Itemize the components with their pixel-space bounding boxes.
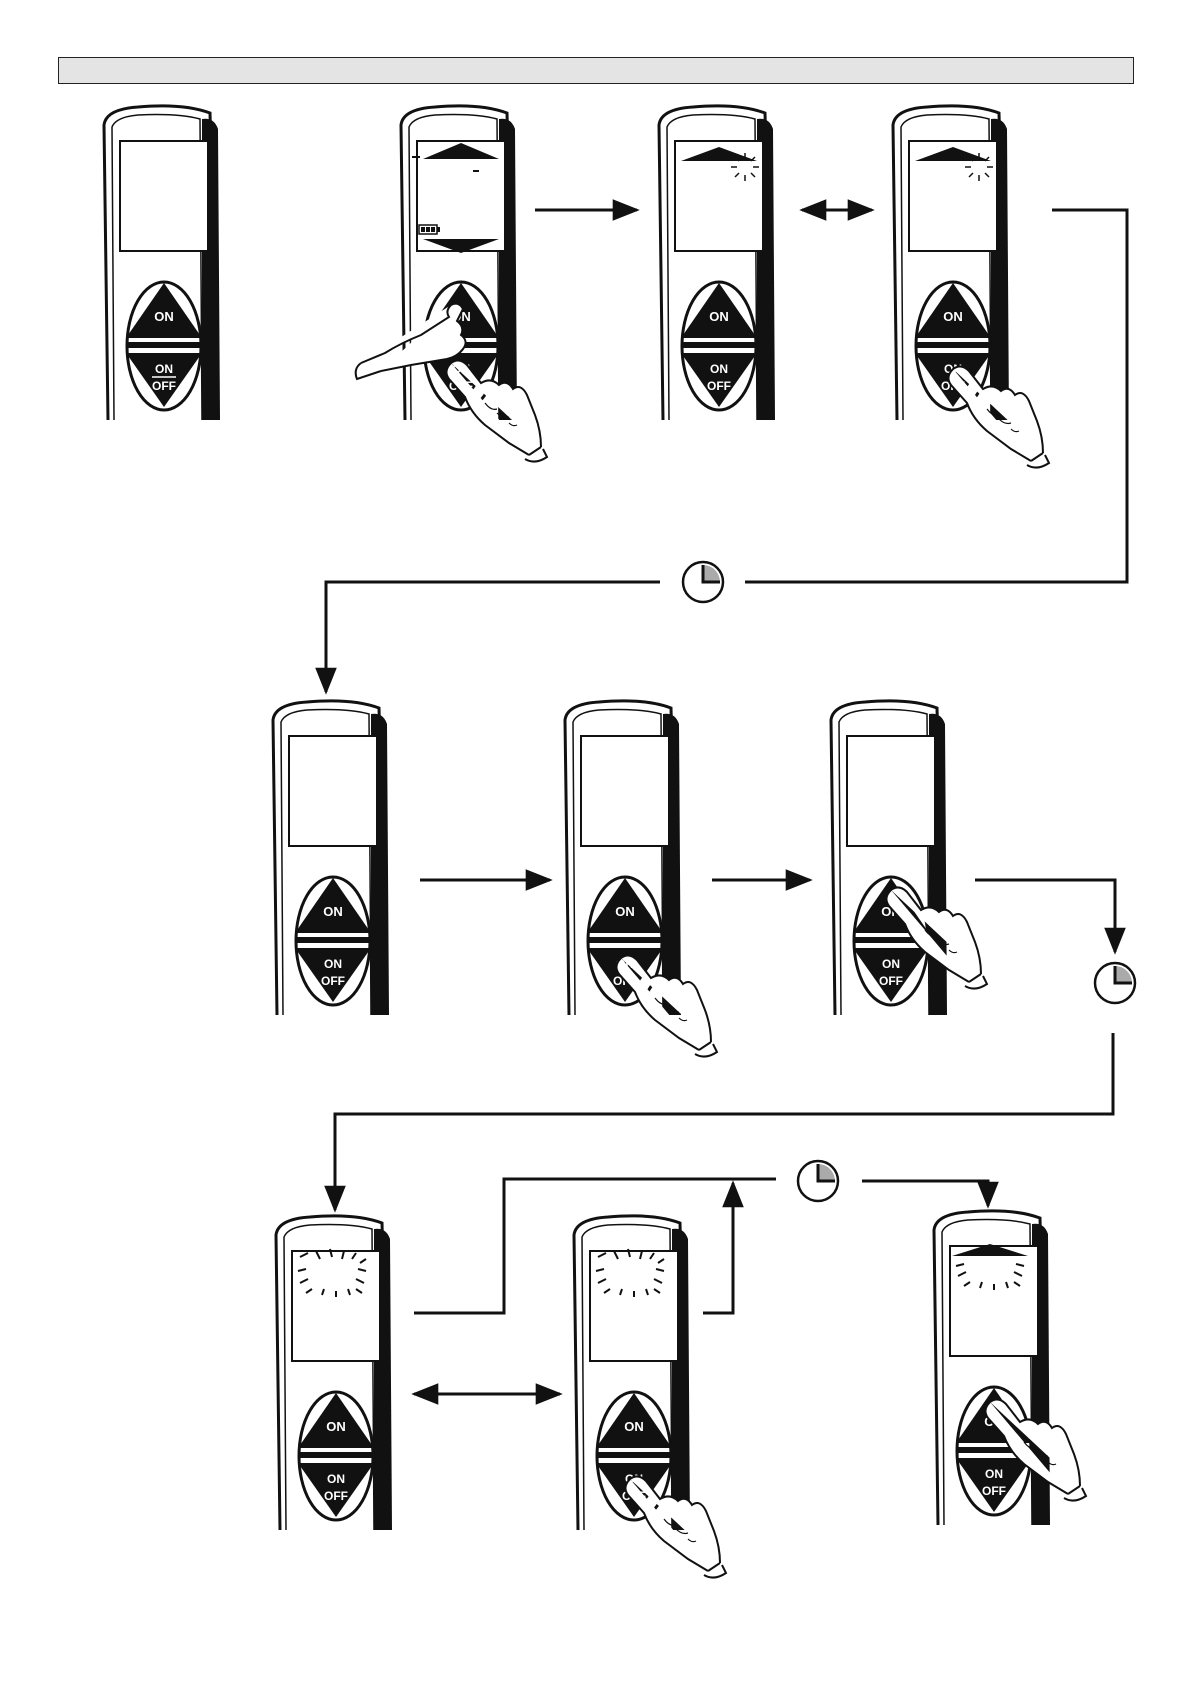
clock-icon xyxy=(798,1161,838,1201)
remote-step-6: ON ON OFF xyxy=(565,701,717,1057)
svg-text:ON: ON xyxy=(326,1419,346,1434)
svg-text:ON: ON xyxy=(324,957,342,971)
svg-text:OFF: OFF xyxy=(982,1484,1006,1498)
svg-text:ON: ON xyxy=(624,1419,644,1434)
remote-step-2: ON ON OFF xyxy=(356,106,547,462)
remote-step-5: ON ON OFF xyxy=(273,701,389,1015)
svg-text:OFF: OFF xyxy=(707,379,731,393)
clock-icon xyxy=(1095,963,1135,1003)
on-label: ON xyxy=(154,309,174,324)
svg-text:ON: ON xyxy=(323,904,343,919)
svg-text:ON: ON xyxy=(943,309,963,324)
remote-step-9: ON ON OFF xyxy=(574,1216,726,1578)
svg-text:ON: ON xyxy=(710,362,728,376)
remote-step-3: ON ON OFF xyxy=(659,106,775,420)
remote-step-1: ON ON OFF xyxy=(104,106,220,420)
svg-text:ON: ON xyxy=(615,904,635,919)
onoff-label-bottom: OFF xyxy=(152,379,176,393)
svg-text:OFF: OFF xyxy=(324,1489,348,1503)
svg-text:ON: ON xyxy=(985,1467,1003,1481)
remote-step-7: ON ON OFF xyxy=(831,701,987,1015)
onoff-label-top: ON xyxy=(155,362,173,376)
remote-step-4: ON ON OFF xyxy=(893,106,1049,468)
svg-text:ON: ON xyxy=(327,1472,345,1486)
svg-text:ON: ON xyxy=(709,309,729,324)
svg-text:OFF: OFF xyxy=(879,974,903,988)
connector-9-up xyxy=(703,1183,733,1313)
svg-text:ON: ON xyxy=(882,957,900,971)
remote-step-8: ON ON OFF xyxy=(276,1216,392,1530)
clock-icon xyxy=(683,562,723,602)
svg-text:OFF: OFF xyxy=(321,974,345,988)
connector-row2-to-row3 xyxy=(335,1033,1113,1210)
connector-timer-to-10 xyxy=(862,1181,988,1206)
remote-step-10: ON ON OFF xyxy=(934,1211,1086,1525)
connector-7-to-timer xyxy=(975,880,1115,952)
